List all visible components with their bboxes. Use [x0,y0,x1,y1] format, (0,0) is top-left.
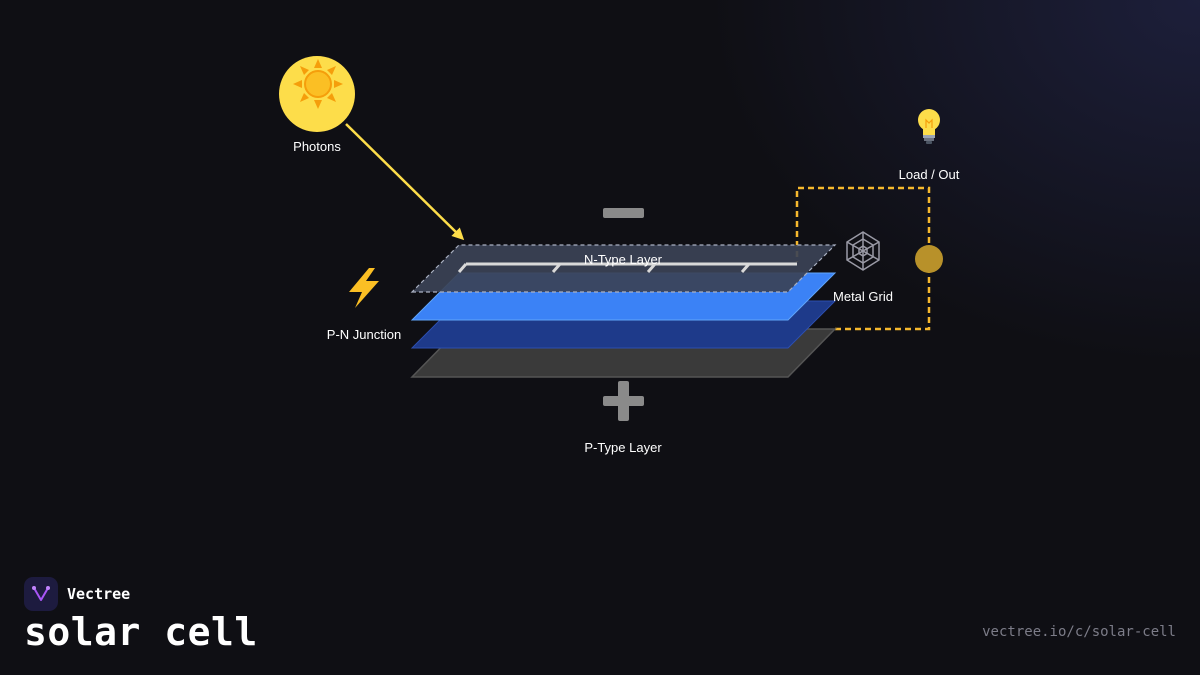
source-url: vectree.io/c/solar-cell [982,624,1176,640]
top-contact-layer [410,244,837,293]
plus-icon [603,381,644,421]
brand-name: Vectree [67,585,131,603]
n-type-label: N-Type Layer [583,252,663,267]
photons-label: Photons [293,139,341,154]
brand: Vectree [24,577,130,611]
external-circuit [795,186,931,331]
lightning-icon [349,268,379,308]
page-title: solar cell [24,610,258,654]
metal-grid-label: Metal Grid [833,289,893,304]
p-type-label: P-Type Layer [584,440,662,455]
pn-junction-label: P-N Junction [326,327,402,342]
vectree-logo-icon [24,577,58,611]
sun-icon [293,59,343,109]
load-label: Load / Out [898,167,960,182]
photon-arrow [345,123,465,241]
metal-grid-lines [457,262,797,273]
lightbulb-icon [918,109,940,144]
minus-icon [603,208,644,218]
web-icon [846,231,880,271]
load-node [915,245,943,273]
